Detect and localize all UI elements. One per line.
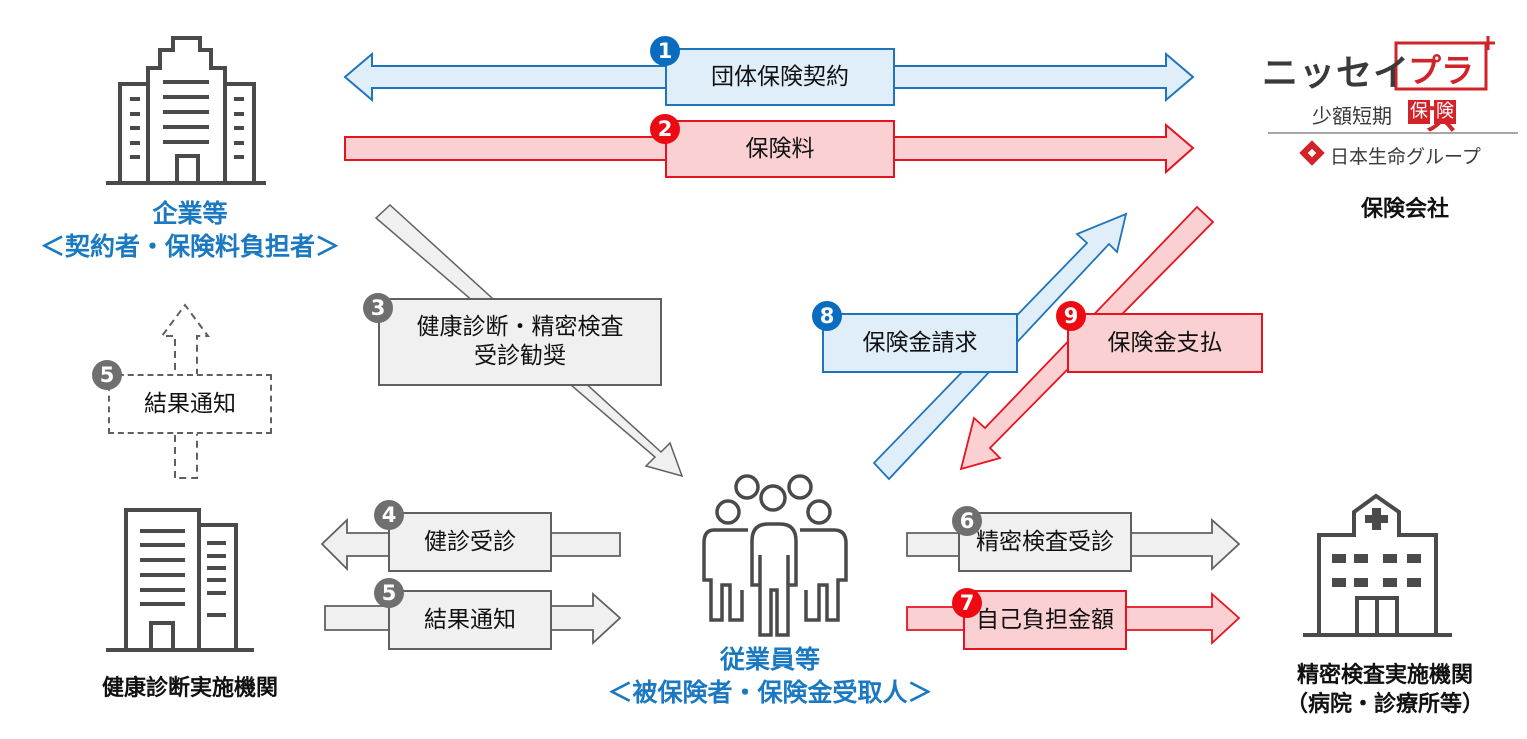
flow-1-badge: 1 bbox=[650, 36, 680, 66]
flow-7-badge: 7 bbox=[952, 588, 982, 618]
flow-2-label: 保険料 bbox=[665, 120, 895, 178]
company-title: 企業等 bbox=[152, 199, 228, 228]
flow-3-line-2: 受診勧奨 bbox=[474, 343, 566, 369]
logo-sub-tag-2: 険 bbox=[1436, 101, 1454, 122]
flow-6-label: 精密検査受診 bbox=[958, 512, 1132, 572]
flow-5-dashed-label: 結果通知 bbox=[108, 374, 272, 434]
flow-4-badge: 4 bbox=[374, 500, 404, 530]
office-building-icon bbox=[106, 508, 254, 652]
company-role: ＜契約者・保険料負担者＞ bbox=[39, 231, 340, 261]
hospital-caption: 精密検査実施機関 （病院・診療所等） bbox=[1250, 662, 1520, 719]
people-group-icon bbox=[702, 474, 848, 637]
flow-8-badge: 8 bbox=[812, 301, 842, 331]
logo-group-text: 日本生命グループ bbox=[1330, 146, 1481, 168]
flow-5-badge: 5 bbox=[374, 578, 404, 608]
flow-3-badge: 3 bbox=[363, 293, 393, 323]
logo-main-text: ニッセイ bbox=[1262, 53, 1411, 94]
insurer-title: 保険会社 bbox=[1360, 197, 1449, 222]
flow-9-badge: 9 bbox=[1056, 301, 1086, 331]
hospital-subtitle: （病院・診療所等） bbox=[1285, 691, 1484, 717]
hospital-icon bbox=[1303, 493, 1452, 637]
logo-plus-text: プラス bbox=[1408, 51, 1474, 138]
company-caption: 企業等 ＜契約者・保険料負担者＞ bbox=[0, 198, 380, 263]
hospital-title: 精密検査実施機関 bbox=[1296, 663, 1473, 688]
flow-3-line-1: 健康診断・精密検査 bbox=[416, 314, 624, 341]
logo-sub-text: 少額短期 bbox=[1312, 104, 1392, 128]
flow-1-label: 団体保険契約 bbox=[665, 48, 895, 106]
checkup-org-title: 健康診断実施機関 bbox=[101, 676, 278, 701]
flow-4-label: 健診受診 bbox=[388, 512, 552, 572]
employees-caption: 従業員等 ＜被保険者・保険金受取人＞ bbox=[560, 644, 980, 709]
arrow-flow-5-dashed bbox=[160, 303, 210, 479]
employees-role: ＜被保険者・保険金受取人＞ bbox=[607, 677, 933, 707]
flow-5-label: 結果通知 bbox=[388, 590, 552, 650]
flow-8-label: 保険金請求 bbox=[822, 313, 1018, 373]
logo-sub-tag-1: 保 bbox=[1410, 101, 1428, 122]
flow-7-label: 自己負担金額 bbox=[963, 590, 1127, 650]
flow-3-label: 健康診断・精密検査 受診勧奨 bbox=[378, 298, 662, 386]
flow-5-dashed-badge: 5 bbox=[92, 360, 122, 390]
flow-6-badge: 6 bbox=[952, 506, 982, 536]
flow-9-label: 保険金支払 bbox=[1067, 313, 1263, 373]
flow-2-badge: 2 bbox=[650, 114, 680, 144]
employees-title: 従業員等 bbox=[719, 645, 820, 674]
nissay-plus-logo bbox=[1268, 36, 1518, 166]
office-building-icon bbox=[106, 36, 266, 185]
